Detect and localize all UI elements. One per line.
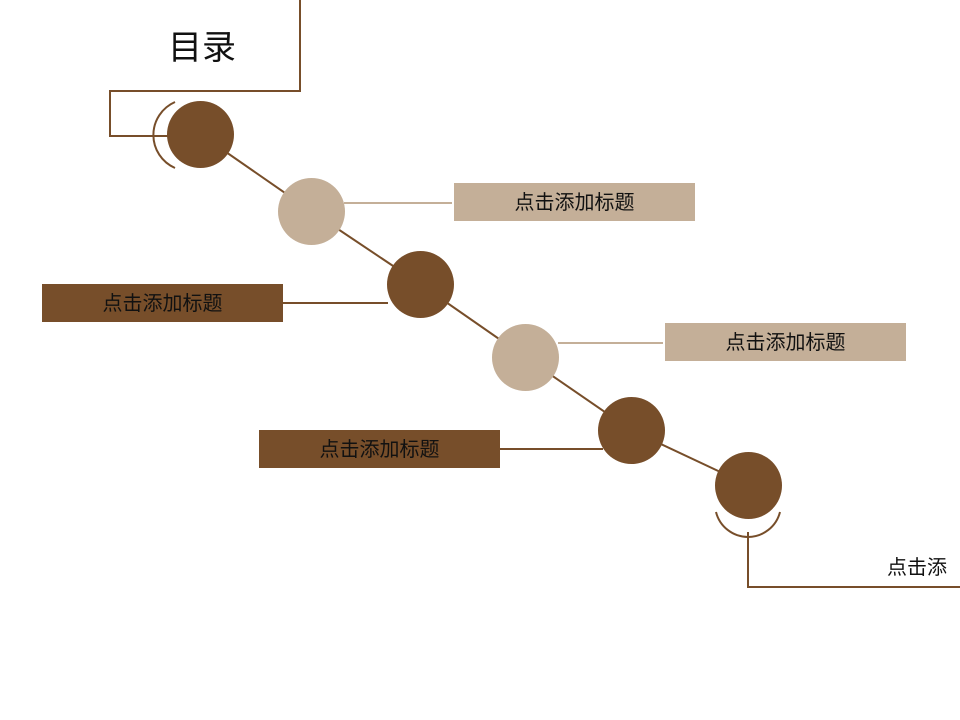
item-label-3[interactable]: 点击添加标题	[665, 323, 906, 361]
node-1	[167, 101, 234, 168]
node-4	[492, 324, 559, 391]
node-3	[387, 251, 454, 318]
title-frame-line	[109, 0, 301, 137]
node-5	[598, 397, 665, 464]
item-label-4[interactable]: 点击添加标题	[259, 430, 500, 468]
node-6	[715, 452, 782, 519]
page-title: 目录	[168, 28, 236, 68]
bottom-frame-line	[747, 532, 960, 588]
item-label-2[interactable]: 点击添加标题	[42, 284, 283, 322]
first-node-arc	[152, 101, 176, 169]
item-label-5[interactable]: 点击添	[887, 555, 947, 579]
item-label-1[interactable]: 点击添加标题	[454, 183, 695, 221]
node-2	[278, 178, 345, 245]
